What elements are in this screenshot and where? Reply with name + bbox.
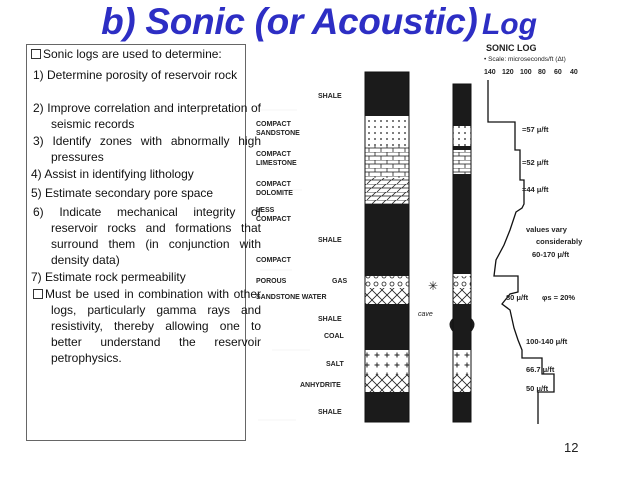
list-item: 5) Estimate secondary pore space bbox=[31, 186, 214, 200]
reading-52: =52 μ/ft bbox=[522, 158, 549, 167]
shale-layer bbox=[365, 72, 409, 116]
slide-title-log: Log bbox=[481, 8, 537, 41]
reading-100-140: 100-140 μ/ft bbox=[526, 337, 568, 346]
scale-label: • Scale: microseconds/ft (Δt) bbox=[484, 56, 566, 63]
salt-layer bbox=[365, 350, 409, 374]
label-gas: GAS bbox=[332, 278, 348, 285]
gas-layer bbox=[365, 276, 409, 288]
label-coal: COAL bbox=[324, 333, 345, 340]
reading-60-170: 60-170 μ/ft bbox=[532, 250, 570, 259]
sonic-log-figure: SONIC LOG • Scale: microseconds/ft (Δt) … bbox=[252, 40, 592, 460]
reading-50: 50 μ/ft bbox=[526, 384, 549, 393]
slide-title: b) Sonic (or Acoustic) Log bbox=[0, 0, 638, 44]
background-texture bbox=[257, 109, 310, 421]
label-salt: SALT bbox=[326, 361, 344, 368]
considerably-text: considerably bbox=[536, 237, 583, 246]
slide-title-main: b) Sonic (or Acoustic) bbox=[101, 1, 478, 42]
label-shale: SHALE bbox=[318, 237, 342, 244]
list-item: 6) Indicate mechanical integrity of rese… bbox=[33, 205, 261, 267]
list-item: 3) Identify zones with abnormally high p… bbox=[33, 134, 261, 164]
list-item: 4) Assist in identifying lithology bbox=[31, 167, 194, 181]
reading-80: 80 μ/ft bbox=[506, 293, 529, 302]
sonic-log-header: SONIC LOG bbox=[486, 43, 537, 53]
shale-layer bbox=[365, 392, 409, 422]
label-sandstone-water: SANDSTONE WATER bbox=[256, 294, 327, 301]
label-shale: SHALE bbox=[318, 93, 342, 100]
label-line: LESS bbox=[256, 207, 275, 214]
label-compact: COMPACT bbox=[256, 257, 292, 264]
scale-tick: 60 bbox=[554, 69, 562, 76]
shale-layer bbox=[365, 204, 409, 276]
scale-tick: 140 bbox=[484, 69, 496, 76]
borehole-column bbox=[449, 83, 475, 423]
label-line: COMPACT bbox=[256, 151, 292, 158]
list-item: 1) Determine porosity of reservoir rock bbox=[33, 68, 238, 82]
label-shale: SHALE bbox=[318, 409, 342, 416]
checkbox-bullet-icon bbox=[31, 49, 41, 59]
label-anhydrite: ANHYDRITE bbox=[300, 382, 341, 389]
scale-ticks: 140 120 100 80 60 40 bbox=[484, 69, 578, 76]
sonic-log-diagram: SONIC LOG • Scale: microseconds/ft (Δt) … bbox=[256, 43, 583, 424]
closing-bullet: Must be used in combination with other l… bbox=[31, 286, 261, 366]
sandstone-layer bbox=[365, 116, 409, 146]
label-porous: POROUS bbox=[256, 278, 287, 285]
scale-tick: 80 bbox=[538, 69, 546, 76]
anhydrite-layer bbox=[365, 374, 409, 392]
limestone-layer bbox=[365, 146, 409, 178]
reading-57: =57 μ/ft bbox=[522, 125, 549, 134]
scale-tick: 120 bbox=[502, 69, 514, 76]
intro-text: Sonic logs are used to determine: bbox=[43, 47, 222, 61]
intro-bullet: Sonic logs are used to determine: bbox=[31, 46, 241, 62]
reading-66-7: 66.7 μ/ft bbox=[526, 365, 555, 374]
closing-text: Must be used in combination with other l… bbox=[45, 287, 261, 365]
label-line: COMPACT bbox=[256, 181, 292, 188]
formation-column bbox=[364, 71, 410, 423]
scale-tick: 40 bbox=[570, 69, 578, 76]
water-sandstone-layer bbox=[365, 288, 409, 304]
dolomite-layer bbox=[365, 178, 409, 204]
scale-tick: 100 bbox=[520, 69, 532, 76]
gas-marker-icon: ✳ bbox=[428, 279, 438, 293]
reading-44: =44 μ/ft bbox=[522, 185, 549, 194]
bullet-panel: Sonic logs are used to determine: 1) Det… bbox=[26, 44, 261, 441]
checkbox-bullet-icon bbox=[33, 289, 43, 299]
sonic-log-trace bbox=[487, 80, 555, 424]
label-shale: SHALE bbox=[318, 316, 342, 323]
porosity-value: φs = 20% bbox=[542, 293, 575, 302]
label-line: COMPACT bbox=[256, 121, 292, 128]
values-vary-text: values vary bbox=[526, 225, 568, 234]
list-item: 2) Improve correlation and interpretatio… bbox=[33, 101, 261, 131]
list-item: 7) Estimate rock permeability bbox=[31, 270, 186, 284]
shale-coal-layer bbox=[365, 304, 409, 350]
label-cave: cave bbox=[418, 311, 433, 318]
page-number: 12 bbox=[564, 440, 579, 455]
